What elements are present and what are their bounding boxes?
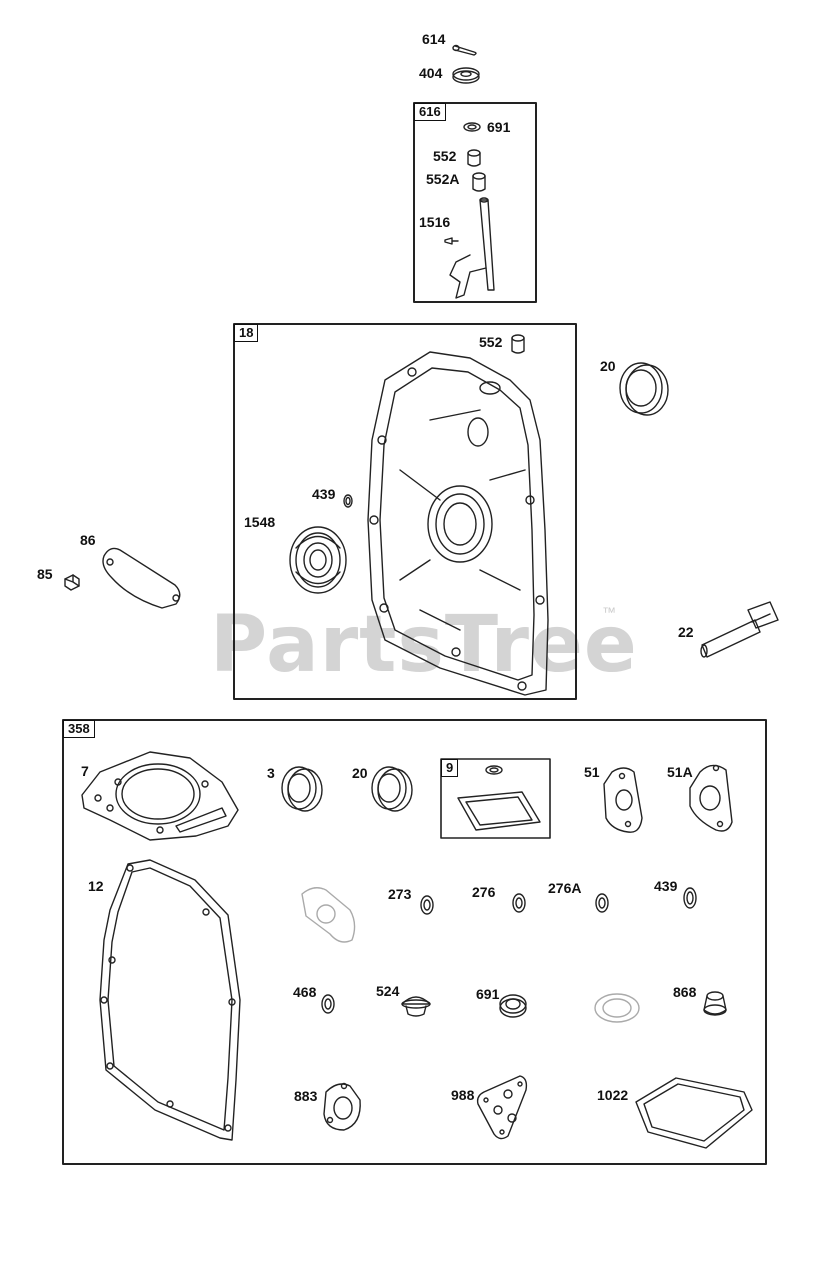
part-276a-ring[interactable] (595, 893, 609, 913)
part-86-cover-plate[interactable] (102, 547, 181, 609)
part-273-ring[interactable] (420, 895, 434, 915)
part-22-bolt[interactable] (700, 601, 779, 658)
label-614[interactable]: 614 (422, 31, 446, 47)
part-468-ring[interactable] (321, 994, 335, 1014)
part-404-washer[interactable] (452, 67, 480, 84)
label-22[interactable]: 22 (678, 624, 694, 640)
label-86[interactable]: 86 (80, 532, 96, 548)
faint-gasket[interactable] (301, 887, 356, 943)
gasket-set-358-label: 358 (63, 720, 95, 738)
label-3[interactable]: 3 (267, 765, 275, 781)
label-12[interactable]: 12 (88, 878, 104, 894)
label-1022[interactable]: 1022 (597, 1087, 629, 1103)
watermark-trademark: ™ (602, 604, 616, 620)
label-51a[interactable]: 51A (667, 764, 693, 780)
label-20-kit[interactable]: 20 (352, 765, 368, 781)
label-7[interactable]: 7 (81, 763, 89, 779)
label-20-top[interactable]: 20 (600, 358, 616, 374)
part-1548-bearing[interactable] (289, 526, 347, 594)
part-552-mid-bushing[interactable] (511, 334, 525, 354)
kit-616-label: 616 (414, 103, 446, 121)
part-439-kit-ring[interactable] (683, 887, 697, 909)
part-691-top-oring[interactable] (463, 122, 481, 132)
part-51a-gasket[interactable] (689, 764, 733, 832)
part-1022-gasket[interactable] (635, 1077, 753, 1149)
subkit-9-frame (440, 758, 551, 839)
faint-ring[interactable] (594, 993, 640, 1023)
part-691-kit-seal[interactable] (499, 994, 527, 1018)
part-3-seal[interactable] (281, 766, 323, 812)
subkit-9-label: 9 (441, 759, 459, 777)
label-85[interactable]: 85 (37, 566, 53, 582)
label-552-top[interactable]: 552 (433, 148, 457, 164)
label-439-kit[interactable]: 439 (654, 878, 678, 894)
part-20-kit-seal[interactable] (371, 766, 413, 812)
part-552-top-bushing[interactable] (467, 149, 481, 167)
label-691-top[interactable]: 691 (487, 119, 511, 135)
label-468[interactable]: 468 (293, 984, 317, 1000)
governor-shaft-assembly[interactable] (449, 197, 495, 299)
gasket-set-358-frame (62, 719, 767, 1165)
part-614-cotter-pin[interactable] (452, 44, 477, 56)
label-691-kit[interactable]: 691 (476, 986, 500, 1002)
part-20-top-seal[interactable] (619, 362, 669, 416)
label-552a[interactable]: 552A (426, 171, 460, 187)
part-51-gasket[interactable] (603, 767, 643, 833)
label-1516[interactable]: 1516 (419, 214, 451, 230)
part-276-ring[interactable] (512, 893, 526, 913)
label-51[interactable]: 51 (584, 764, 600, 780)
label-439-mid[interactable]: 439 (312, 486, 336, 502)
group-18-label: 18 (234, 324, 259, 342)
label-524[interactable]: 524 (376, 983, 400, 999)
part-1516-screw[interactable] (444, 237, 459, 245)
label-276a[interactable]: 276A (548, 880, 582, 896)
crankcase-cover[interactable] (367, 351, 549, 696)
kit-616-frame (413, 102, 537, 303)
label-1548[interactable]: 1548 (244, 514, 276, 530)
part-12-crankcase-gasket[interactable] (99, 859, 241, 1141)
label-273[interactable]: 273 (388, 886, 412, 902)
part-552a-bushing[interactable] (472, 172, 486, 192)
part-85-plug[interactable] (64, 574, 80, 591)
group-18-frame (233, 323, 577, 700)
part-439-mid-ring[interactable] (343, 494, 353, 508)
label-276[interactable]: 276 (472, 884, 496, 900)
subkit-9-parts[interactable] (457, 765, 541, 831)
part-7-head-gasket[interactable] (81, 751, 239, 841)
label-552-mid[interactable]: 552 (479, 334, 503, 350)
part-988-gasket[interactable] (476, 1075, 528, 1140)
label-883[interactable]: 883 (294, 1088, 318, 1104)
label-868[interactable]: 868 (673, 984, 697, 1000)
part-868-valve-seal[interactable] (703, 991, 727, 1016)
part-524-plug[interactable] (401, 996, 431, 1017)
label-988[interactable]: 988 (451, 1087, 475, 1103)
part-883-gasket[interactable] (323, 1082, 361, 1131)
label-404[interactable]: 404 (419, 65, 443, 81)
